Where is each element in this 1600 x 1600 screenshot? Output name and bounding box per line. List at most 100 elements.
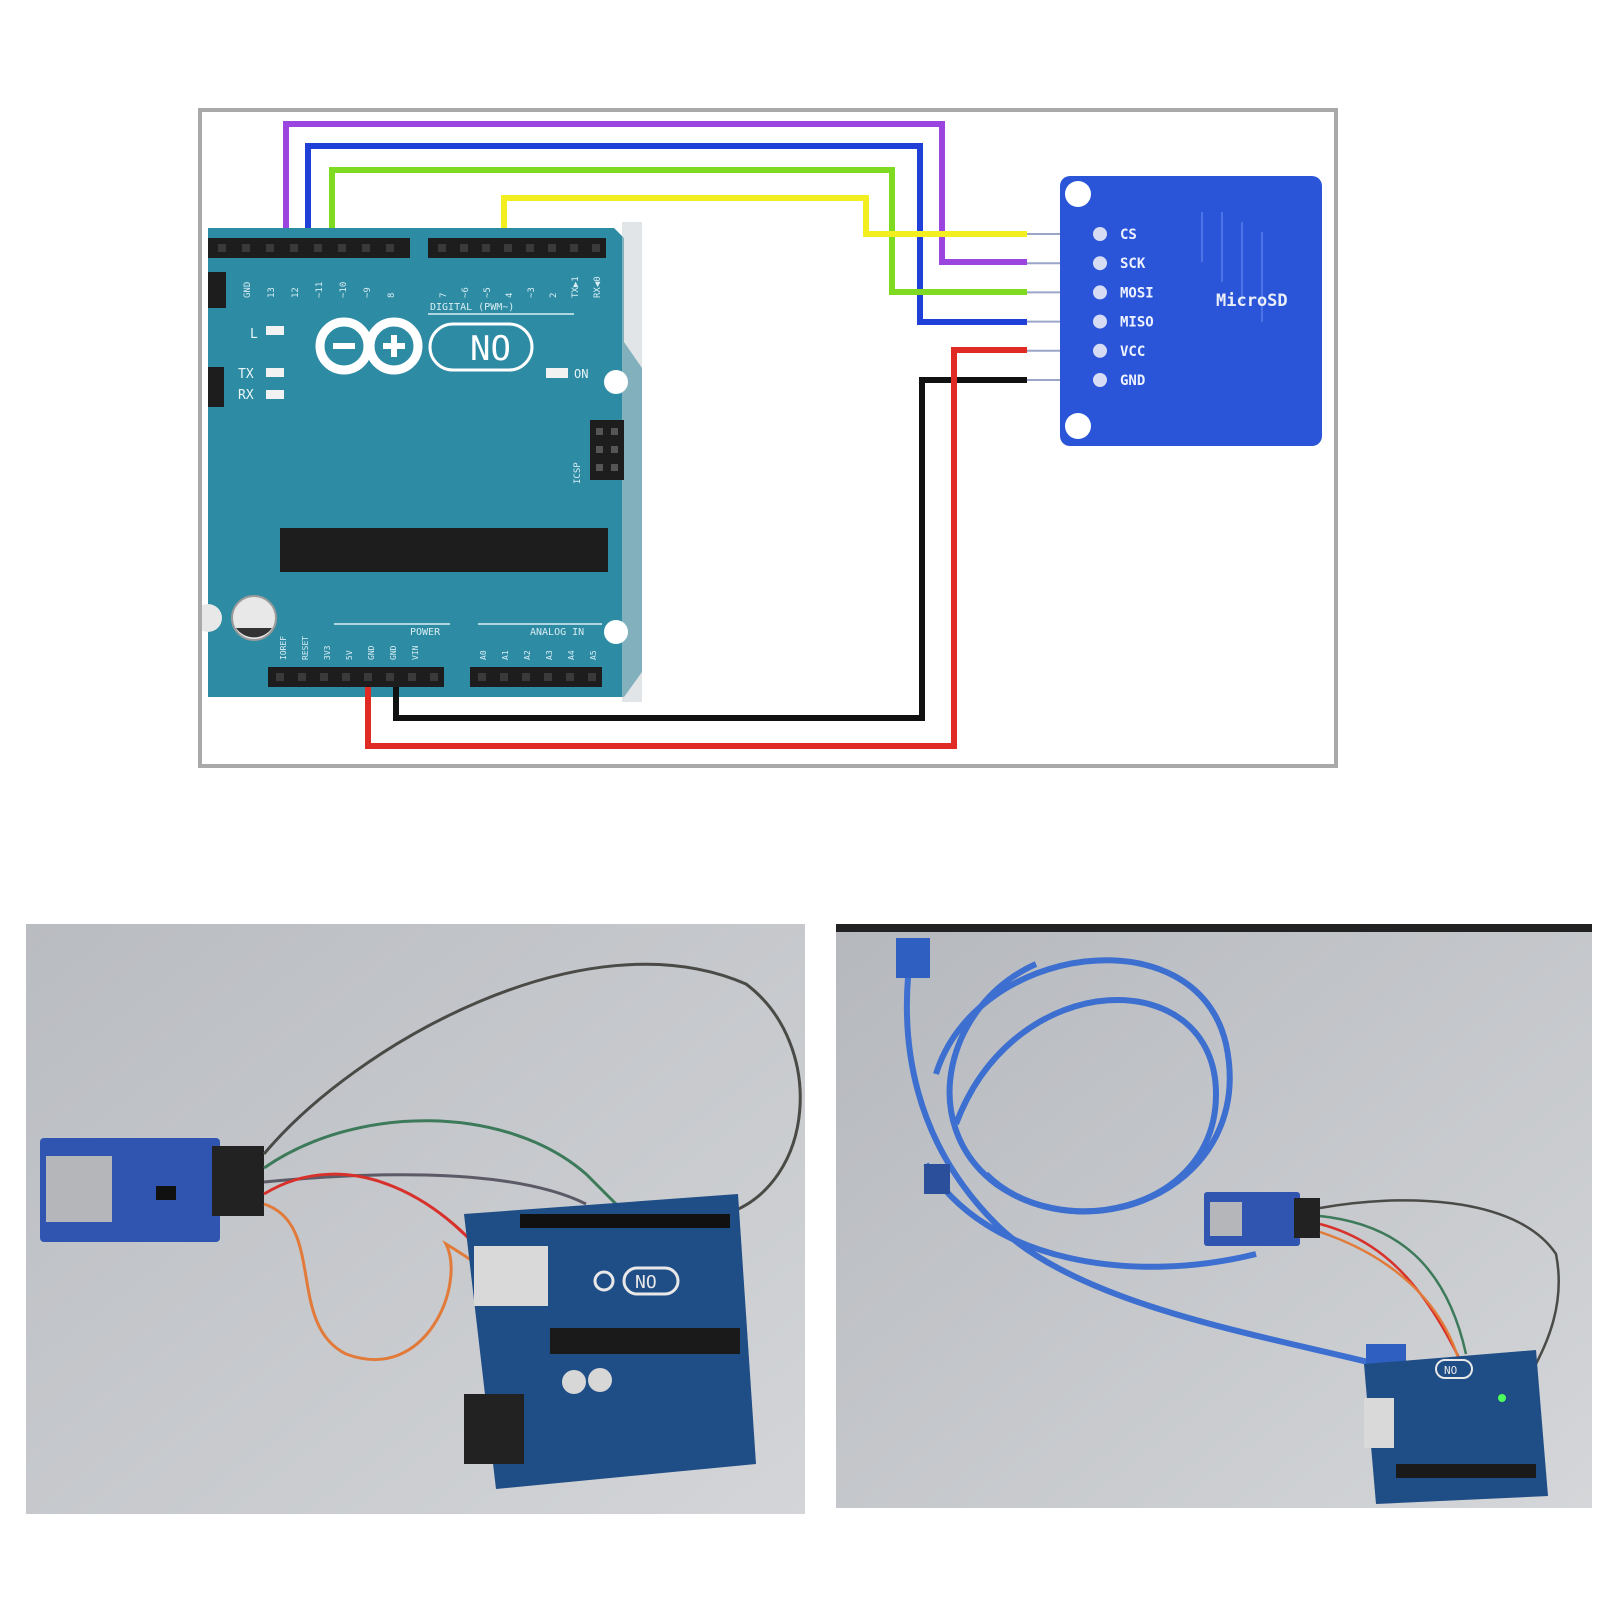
- uno-logo-pill: [428, 322, 534, 372]
- digital-pin-hole: [438, 244, 446, 252]
- digital-pin-hole: [338, 244, 346, 252]
- analog-pin-label: A1: [501, 650, 510, 660]
- sd-pin-dot: [1093, 314, 1107, 329]
- digital-pin-hole: [482, 244, 490, 252]
- power-pin-label: RESET: [301, 636, 310, 660]
- power-header: [268, 667, 444, 687]
- digital-pin-hole: [386, 244, 394, 252]
- digital-pin-hole: [242, 244, 250, 252]
- digital-pin-label: 12: [291, 287, 301, 298]
- arduino-board-photo: NO: [464, 1194, 756, 1489]
- digital-pin-label: ~9: [363, 287, 373, 298]
- power-pin-label: GND: [389, 645, 398, 660]
- sd-pin-label-mosi: MOSI: [1120, 285, 1154, 301]
- mounting-hole: [604, 620, 628, 644]
- analog-pin-label: A4: [567, 650, 576, 660]
- digital-pin-hole: [548, 244, 556, 252]
- sd-module-photo: [40, 1138, 264, 1242]
- analog-header-label: ANALOG IN: [530, 627, 584, 638]
- mounting-hole: [604, 370, 628, 394]
- digital-pin-hole: [266, 244, 274, 252]
- photo-right-svg: NO: [836, 924, 1592, 1508]
- digital-pin-hole: [218, 244, 226, 252]
- l-led-label: L: [250, 327, 258, 342]
- analog-pin-hole: [500, 673, 508, 681]
- digital-pin-label: TX▶1: [571, 276, 581, 298]
- sd-pin-dot: [1093, 256, 1107, 271]
- analog-pin-hole: [478, 673, 486, 681]
- digital-pin-label: ~6: [461, 287, 471, 298]
- sd-pin-dot: [1093, 373, 1107, 387]
- digital-pin-hole: [362, 244, 370, 252]
- power-pin-hole: [298, 673, 306, 681]
- digital-pin-label: ~10: [339, 282, 349, 298]
- digital-pin-hole: [504, 244, 512, 252]
- arduino-logo-icon: [315, 317, 423, 375]
- digital-pin-hole: [460, 244, 468, 252]
- sd-pin-label-miso: MISO: [1120, 315, 1154, 331]
- digital-pin-hole: [290, 244, 298, 252]
- digital-pin-label: ~11: [315, 282, 325, 298]
- power-pin-label: GND: [367, 645, 376, 660]
- digital-pin-label: 2: [549, 293, 559, 298]
- wire-sck: [283, 121, 1027, 265]
- sd-pin-dot: [1093, 343, 1107, 358]
- digital-pin-label: 8: [387, 293, 397, 298]
- power-pin-label: IOREF: [279, 636, 288, 660]
- sd-pin-dot: [1093, 227, 1107, 241]
- on-led-label: ON: [574, 367, 588, 381]
- digital-pin-label: ~5: [483, 287, 493, 298]
- power-pin-label: 3V3: [323, 645, 332, 660]
- wires: [283, 121, 1027, 749]
- power-pin-hole: [386, 673, 394, 681]
- digital-pin-hole: [570, 244, 578, 252]
- usb-cable: [903, 943, 1377, 1367]
- microsd-label: MicroSD: [1216, 291, 1288, 311]
- power-pin-label: VIN: [411, 645, 420, 660]
- digital-pin-label: RX◀0: [593, 276, 603, 298]
- wire-cs: [501, 195, 1027, 237]
- digital-pin-hole: [314, 244, 322, 252]
- digital-header-left: [208, 238, 410, 258]
- photo-assembled-breadboard-closeup: NO: [26, 924, 805, 1514]
- rx-led-label: RX: [238, 388, 254, 403]
- photo-left-uno-text: NO: [635, 1272, 657, 1293]
- power-pin-hole: [276, 673, 284, 681]
- power-pin-hole: [342, 673, 350, 681]
- power-header-label: POWER: [410, 627, 441, 638]
- tx-led-label: TX: [238, 367, 254, 382]
- digital-pin-hole: [592, 244, 600, 252]
- digital-pin-label: 7: [439, 293, 449, 298]
- analog-pin-hole: [544, 673, 552, 681]
- digital-pin-label: 4: [505, 293, 515, 298]
- mounting-hole: [1065, 181, 1091, 207]
- digital-header-right: [428, 238, 606, 258]
- photo-right-uno-text: NO: [1444, 1364, 1457, 1377]
- tx-led: [266, 368, 284, 377]
- sd-pin-label-cs: CS: [1120, 227, 1137, 243]
- atmega-chip: [280, 528, 608, 572]
- digital-pin-label: 13: [267, 287, 277, 298]
- power-pin-label: 5V: [345, 650, 354, 660]
- analog-header: [470, 667, 602, 687]
- wire-miso: [305, 143, 1027, 325]
- analog-pin-hole: [588, 673, 596, 681]
- sd-pin-label-sck: SCK: [1120, 256, 1146, 272]
- on-led: [546, 368, 568, 378]
- analog-pin-hole: [566, 673, 574, 681]
- analog-pin-label: A5: [589, 650, 598, 660]
- sd-pin-dot: [1093, 285, 1107, 300]
- analog-pin-label: A0: [479, 650, 488, 660]
- icsp-label: ICSP: [573, 462, 583, 484]
- photo-left-svg: NO: [26, 924, 805, 1514]
- analog-pin-hole: [522, 673, 530, 681]
- power-pin-hole: [430, 673, 438, 681]
- icsp-header: [590, 420, 624, 480]
- power-pin-hole: [364, 673, 372, 681]
- arduino-board-photo: NO: [1364, 1350, 1548, 1504]
- wire-vcc: [365, 347, 1027, 749]
- rx-led: [266, 390, 284, 399]
- power-pin-hole: [408, 673, 416, 681]
- uno-logo-text: NO: [470, 329, 511, 369]
